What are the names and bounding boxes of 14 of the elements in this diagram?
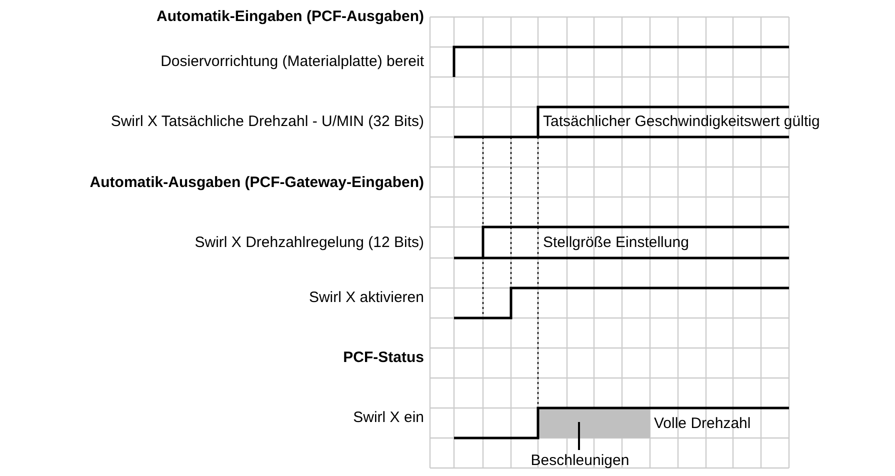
shaded-region <box>538 408 650 438</box>
signal-label: Tatsächlicher Geschwindigkeitswert gültig <box>543 112 820 132</box>
signal-label: Swirl X Tatsächliche Drehzahl - U/MIN (32 Bits) <box>110 112 424 132</box>
signal-label: Swirl X Drehzahlregelung (12 Bits) <box>194 233 424 253</box>
signal-label: Dosiervorrichtung (Materialplatte) bereit <box>160 52 424 72</box>
signal-label: Swirl X ein <box>353 408 424 428</box>
annotation-text: Beschleunigen <box>530 450 630 472</box>
section-heading: Automatik-Ausgaben (PCF-Gateway-Eingaben) <box>90 173 424 193</box>
signal-label: Swirl X aktivieren <box>308 288 424 308</box>
leader-line <box>578 422 580 450</box>
signal-label: Stellgröße Einstellung <box>543 233 689 253</box>
section-heading: Automatik-Eingaben (PCF-Ausgaben) <box>156 7 424 27</box>
section-heading: PCF-Status <box>343 348 424 368</box>
signal-label: Volle Drehzahl <box>654 414 751 434</box>
